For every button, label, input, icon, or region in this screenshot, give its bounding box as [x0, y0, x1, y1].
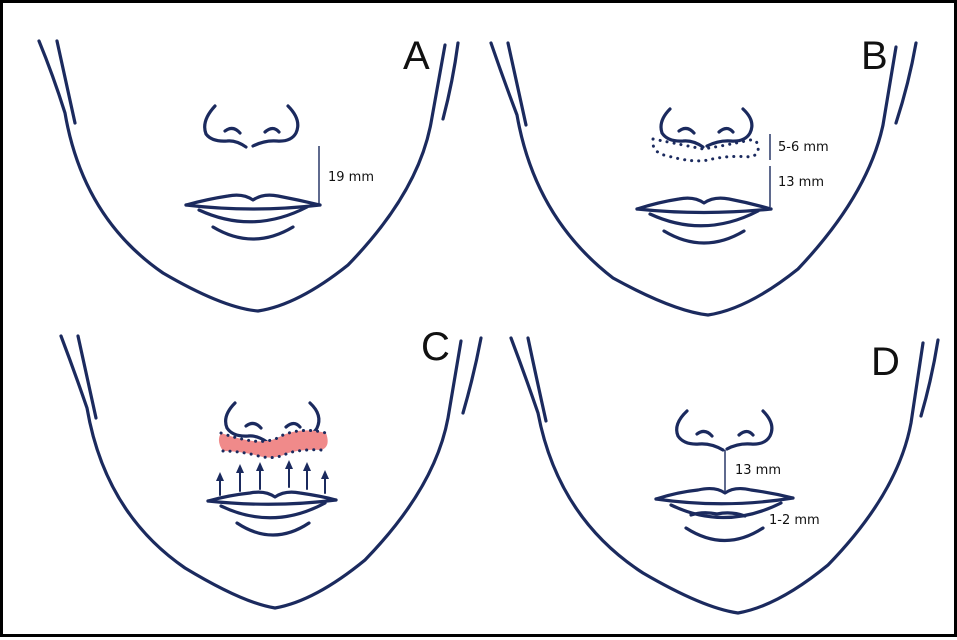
ear-line-right	[896, 43, 916, 123]
panel-letter: B	[861, 34, 888, 78]
face-outline	[491, 43, 896, 315]
panel-a: 19 mm A	[39, 34, 458, 311]
nose	[661, 109, 752, 147]
lips	[637, 198, 771, 243]
panel-letter: D	[871, 340, 900, 384]
panel-c: C	[61, 325, 481, 608]
panel-letter: A	[403, 34, 430, 78]
measurement-label: 5-6 mm	[778, 140, 829, 155]
panel-d: 13 mm 1-2 mm D	[511, 338, 938, 613]
ear-line-left	[57, 41, 75, 123]
lips	[186, 195, 320, 239]
nose	[205, 106, 298, 147]
upward-arrows	[216, 460, 329, 495]
ear-line-right	[921, 340, 938, 416]
ear-line-right	[443, 43, 458, 119]
ear-line-right	[463, 338, 481, 413]
face-outline	[511, 338, 923, 613]
measurement-label: 19 mm	[328, 170, 374, 185]
panel-b: 5-6 mm 13 mm B	[491, 34, 916, 315]
measurement-label: 1-2 mm	[769, 513, 820, 528]
lips	[208, 492, 336, 535]
face-outline	[39, 41, 445, 311]
excision-outline-dotted	[653, 139, 758, 161]
diagram-canvas: 19 mm A 5-6 mm 13 mm B	[3, 3, 957, 640]
measurement-label: 13 mm	[735, 463, 781, 478]
measurement-label: 13 mm	[778, 175, 824, 190]
nose	[677, 411, 772, 450]
panel-letter: C	[421, 325, 450, 369]
